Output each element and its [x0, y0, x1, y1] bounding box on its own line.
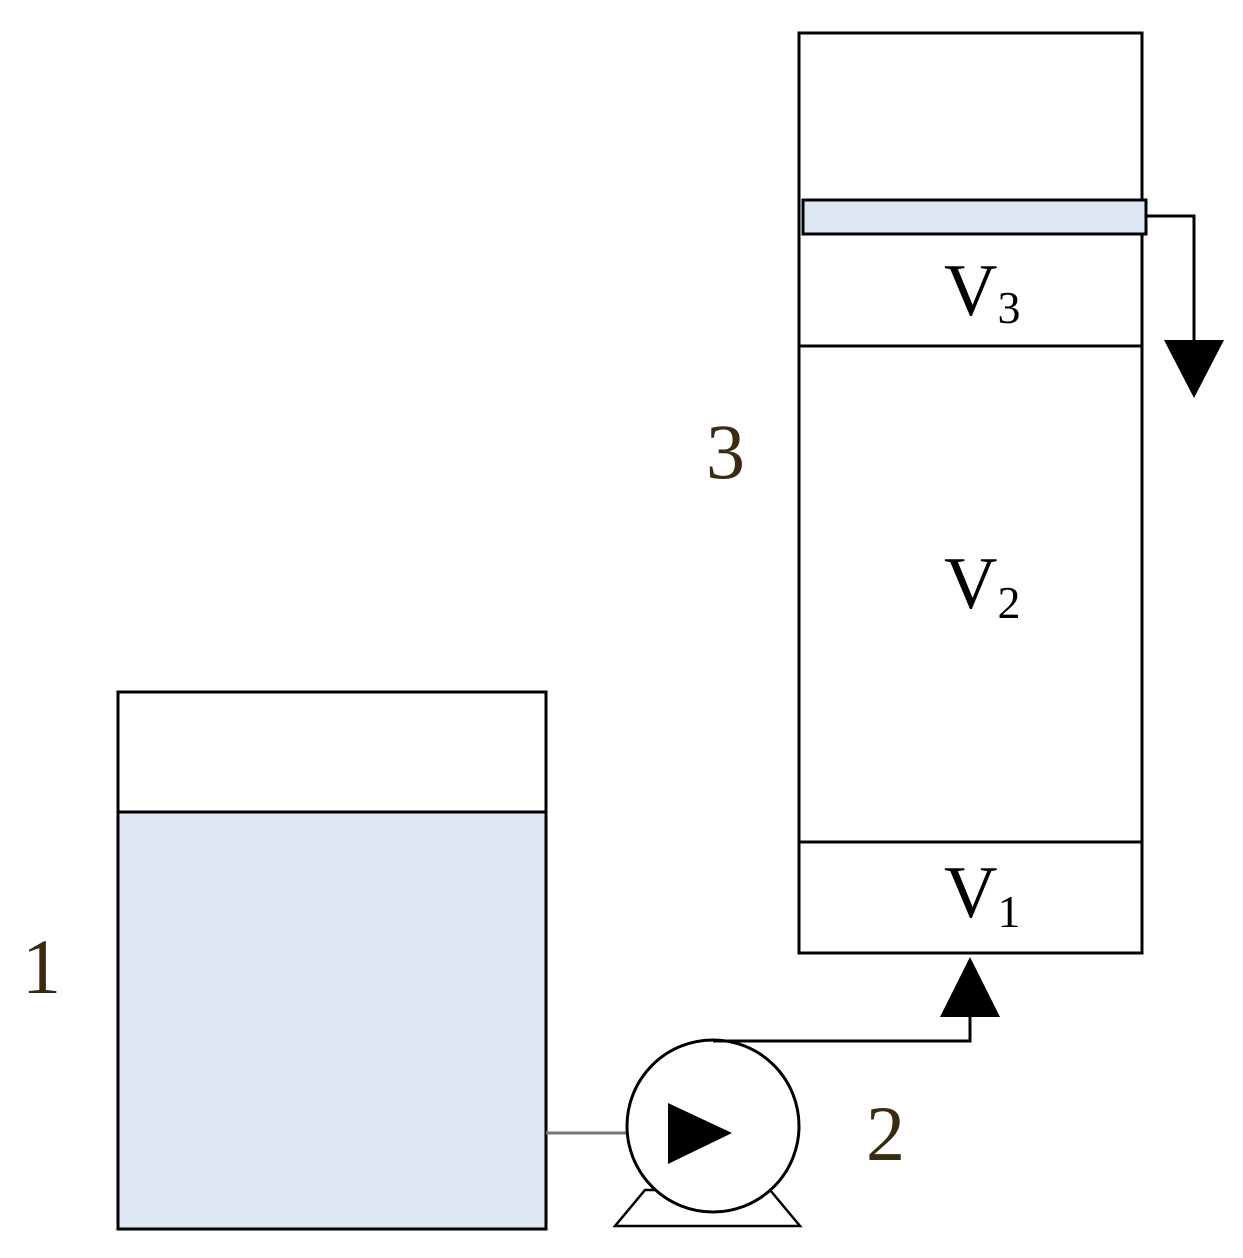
- tank-outline: [116, 690, 548, 1231]
- tank-number-label: 1: [22, 923, 61, 1010]
- overflow-weir: [801, 198, 1148, 236]
- pump-arrow-icon: [668, 1103, 732, 1164]
- pump: [612, 1038, 803, 1228]
- column: [797, 31, 1148, 955]
- tank-liquid: [118, 812, 546, 1229]
- outlet-pipe: [1146, 214, 1196, 342]
- volume-label-v2: V2: [944, 543, 1020, 628]
- outlet-arrow-icon: [1164, 340, 1224, 398]
- pump-number-label: 2: [866, 1090, 905, 1177]
- column-number-label: 3: [706, 408, 745, 495]
- volume-label-v3: V3: [944, 250, 1020, 333]
- column-inlet-arrow-icon: [940, 957, 1000, 1017]
- discharge-pipe: [713, 1015, 972, 1043]
- volume-label-v1: V1: [944, 852, 1020, 937]
- column-outline: [797, 31, 1144, 955]
- feed-tank: [116, 690, 548, 1231]
